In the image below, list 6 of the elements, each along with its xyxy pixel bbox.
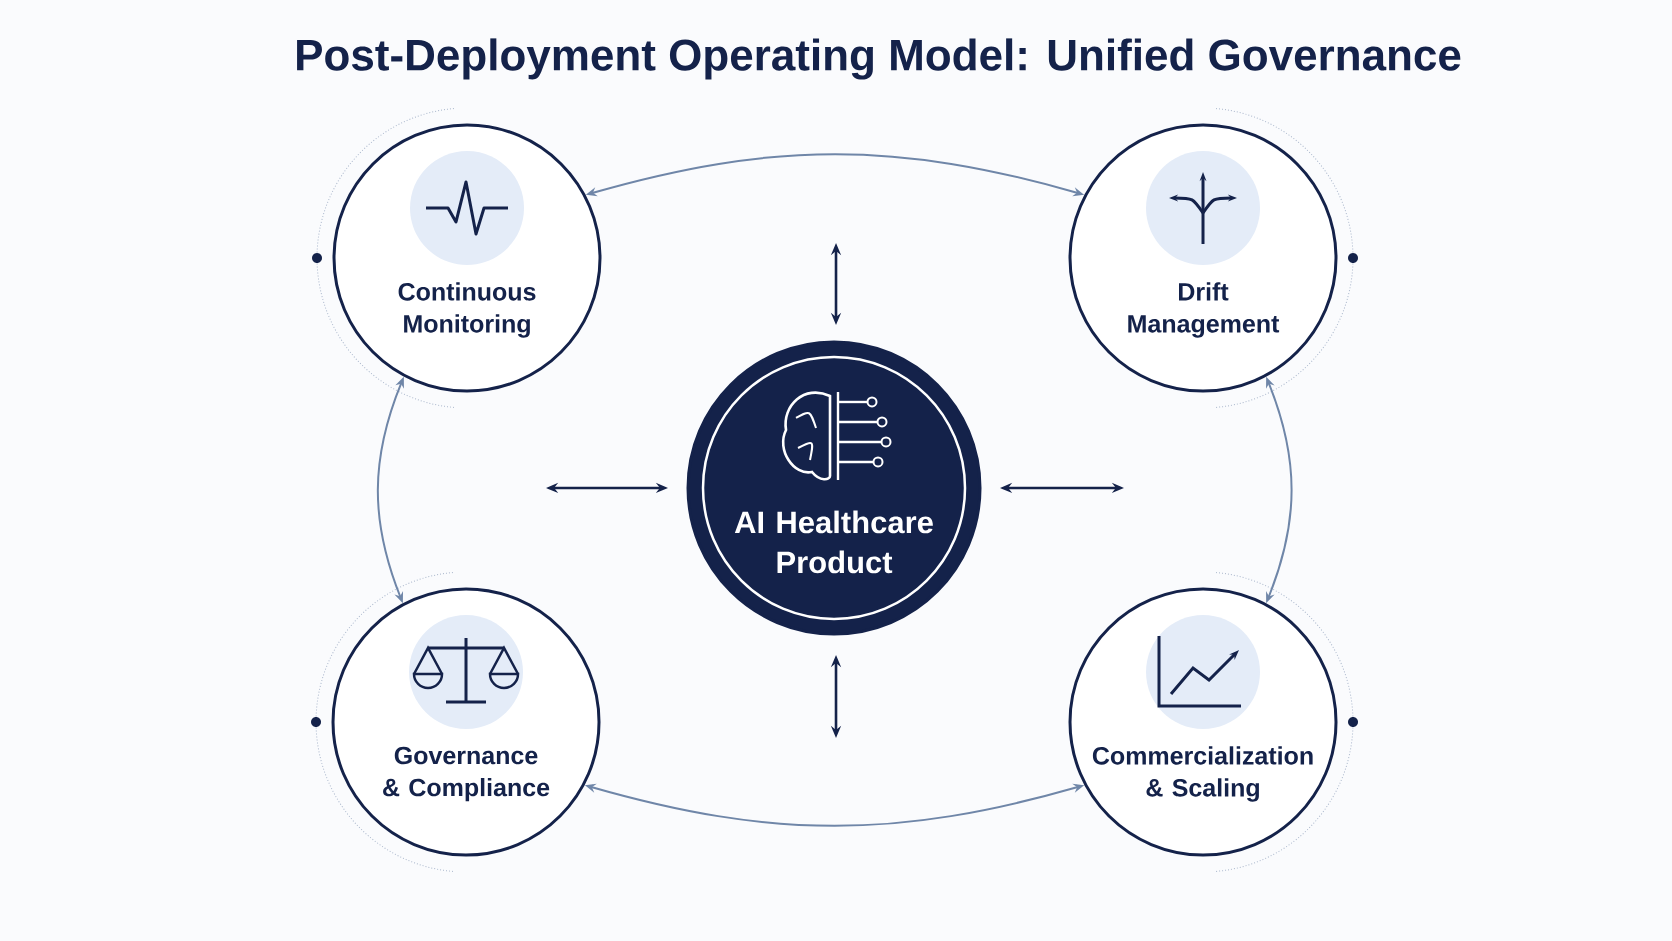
node-label: Drift Management <box>1128 282 1280 338</box>
node-label: Commercialization & Scaling <box>1092 746 1313 802</box>
node-label: Governance & Compliance <box>383 746 550 802</box>
title: Post-Deployment Operating Model: Unified Governance <box>297 38 1461 80</box>
node-label: AI Healthcare Product <box>734 510 933 574</box>
node-label: Continuous Monitoring <box>398 282 536 338</box>
